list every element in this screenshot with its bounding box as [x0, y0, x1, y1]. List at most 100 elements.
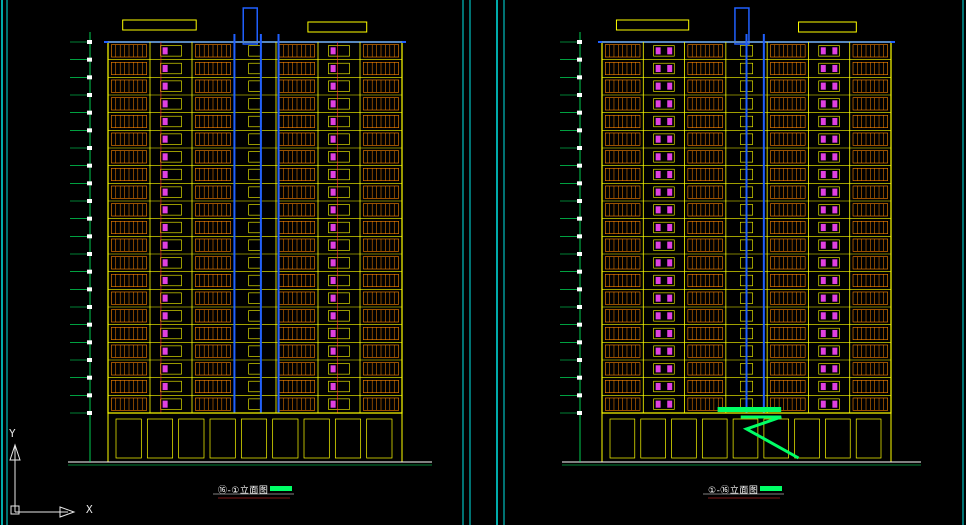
title-bar	[270, 486, 292, 491]
window-accent	[162, 347, 168, 355]
window-accent	[820, 82, 826, 90]
core-window	[248, 257, 262, 269]
window	[653, 98, 675, 110]
window-accent	[820, 64, 826, 73]
window	[653, 327, 675, 340]
window	[328, 168, 350, 181]
window-accent	[655, 47, 661, 55]
level-marker-box	[577, 269, 582, 274]
core-window	[248, 186, 262, 198]
shopfront	[209, 418, 236, 459]
window	[653, 239, 675, 251]
window-accent	[162, 241, 168, 249]
ucs-y-label: Y	[9, 427, 16, 440]
level-marker-box	[577, 234, 582, 239]
window	[818, 80, 840, 92]
window-accent	[832, 223, 838, 232]
window	[653, 80, 675, 92]
core-window	[248, 292, 262, 304]
podium	[107, 412, 403, 463]
window-accent	[655, 170, 661, 179]
core-window	[248, 380, 262, 393]
window	[818, 345, 840, 357]
window	[818, 98, 840, 110]
level-marker-box	[87, 40, 92, 44]
window	[818, 380, 840, 393]
core-window	[248, 363, 262, 375]
window-accent	[330, 223, 336, 232]
window-accent	[832, 329, 838, 338]
core-window	[248, 345, 262, 357]
window-accent	[330, 312, 336, 320]
shopfront	[671, 418, 697, 459]
window-accent	[330, 365, 336, 373]
level-marker-box	[87, 128, 92, 133]
level-marker-box	[577, 216, 582, 221]
window-accent	[667, 329, 673, 338]
elevation-drawing-left[interactable]	[68, 7, 432, 499]
window-accent	[162, 170, 168, 179]
window-accent	[820, 188, 826, 196]
core-window	[248, 115, 262, 128]
window-accent	[655, 259, 661, 267]
window	[328, 98, 350, 110]
title-bar	[760, 486, 782, 491]
window-accent	[655, 100, 661, 108]
window	[653, 257, 675, 269]
level-marker-box	[87, 216, 92, 221]
core-window	[248, 398, 262, 410]
shopfront	[272, 418, 299, 459]
window-accent	[832, 100, 838, 108]
window-accent	[330, 382, 336, 391]
window-accent	[667, 294, 673, 302]
window-accent	[820, 170, 826, 179]
window-accent	[832, 259, 838, 267]
window	[818, 133, 840, 145]
window-accent	[162, 294, 168, 302]
window-accent	[820, 135, 826, 143]
window	[160, 45, 182, 57]
window-accent	[655, 117, 661, 126]
window-accent	[832, 64, 838, 73]
core-window	[248, 274, 262, 287]
window-accent	[667, 170, 673, 179]
window-accent	[820, 329, 826, 338]
window	[818, 327, 840, 340]
window	[328, 257, 350, 269]
window	[160, 133, 182, 145]
window-accent	[667, 382, 673, 391]
window	[328, 398, 350, 410]
window	[160, 98, 182, 110]
window-accent	[655, 64, 661, 73]
window-accent	[330, 82, 336, 90]
window	[818, 398, 840, 410]
window-accent	[820, 117, 826, 126]
level-marker-box	[577, 181, 582, 186]
window-accent	[820, 312, 826, 320]
window-accent	[832, 82, 838, 90]
level-marker-box	[577, 163, 582, 168]
window	[328, 62, 350, 75]
roof-parapet	[615, 19, 690, 31]
window-accent	[162, 188, 168, 196]
window-accent	[330, 117, 336, 126]
window	[653, 398, 675, 410]
window	[653, 380, 675, 393]
window-accent	[655, 400, 661, 408]
window	[160, 62, 182, 75]
window-accent	[162, 135, 168, 143]
window-accent	[667, 276, 673, 285]
window	[160, 345, 182, 357]
podium	[601, 412, 892, 463]
window	[653, 62, 675, 75]
window-accent	[832, 294, 838, 302]
shopfront	[640, 418, 666, 459]
window-accent	[330, 329, 336, 338]
window	[818, 115, 840, 128]
level-marker-box	[87, 234, 92, 239]
window	[653, 221, 675, 234]
window-accent	[832, 312, 838, 320]
window-accent	[162, 100, 168, 108]
elevation-drawing-right[interactable]	[560, 7, 921, 499]
